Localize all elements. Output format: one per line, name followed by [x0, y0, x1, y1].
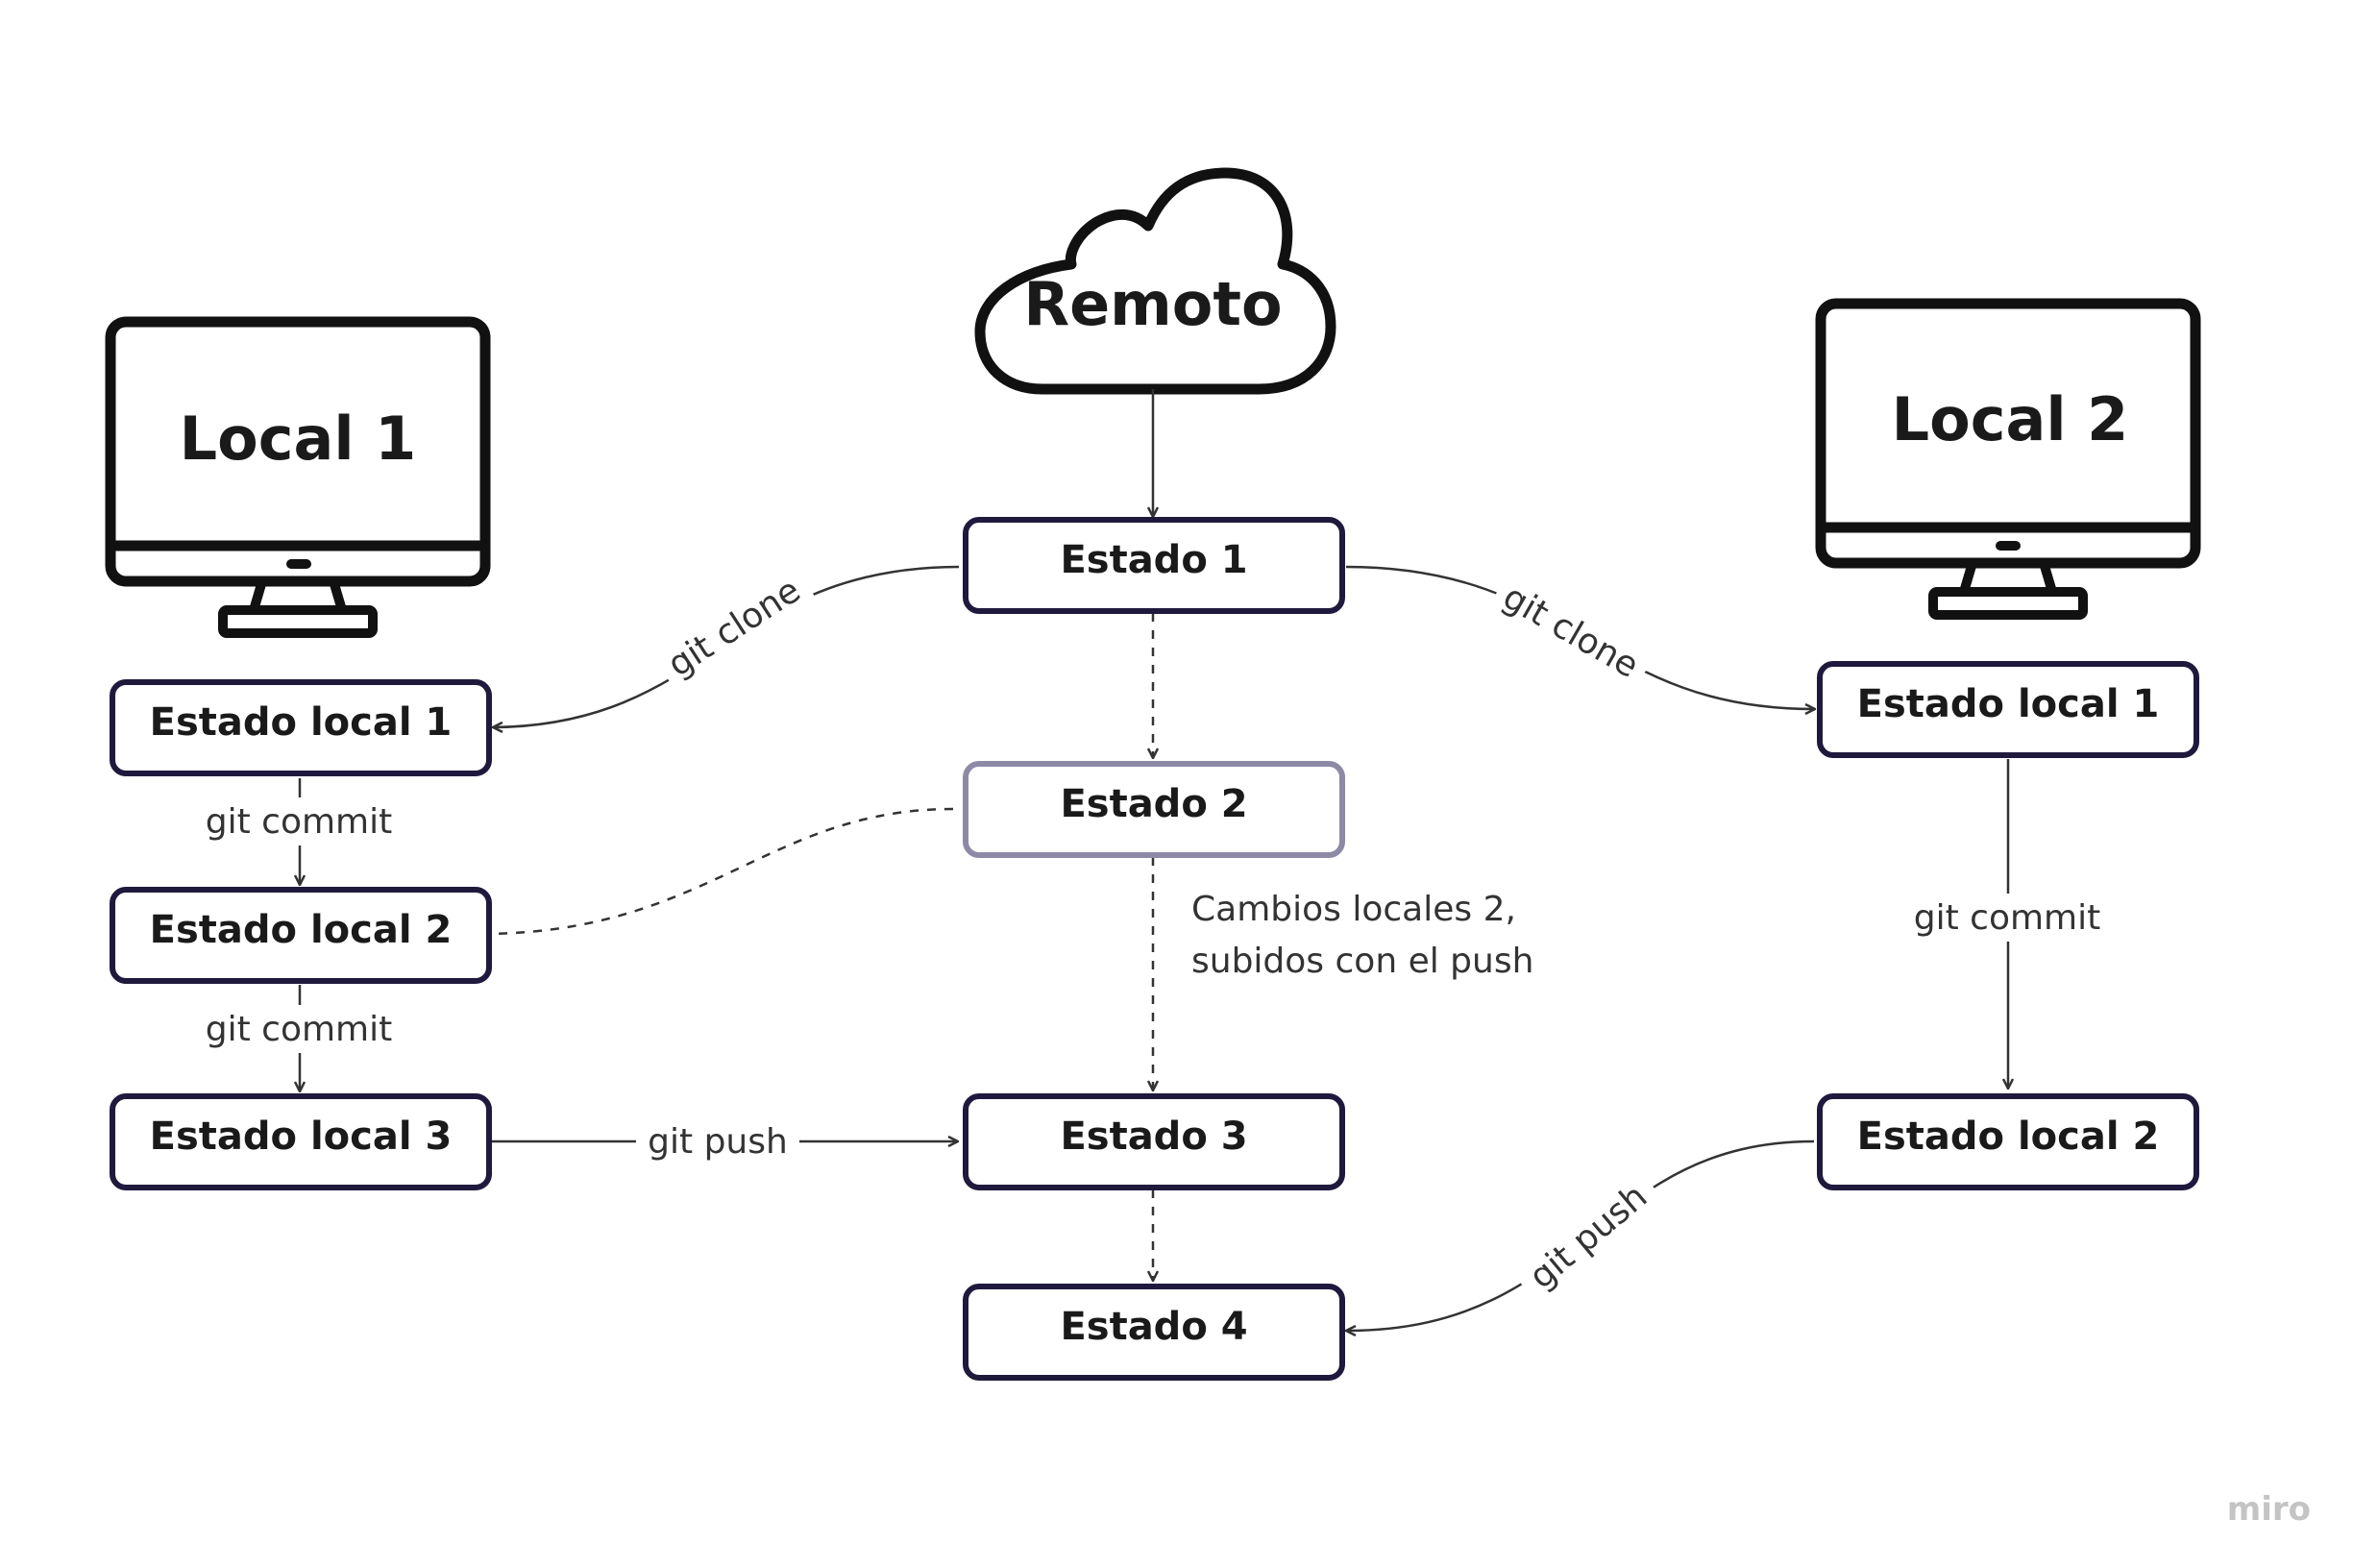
monitor-right-icon — [1815, 298, 2201, 620]
local1-estado3-label: Estado local 3 — [150, 1115, 453, 1159]
remote-label: Remoto — [1023, 269, 1282, 339]
monitor-left-icon — [105, 316, 491, 638]
label-clone-left: git clone — [661, 571, 807, 685]
label-commit-right: git commit — [1914, 898, 2100, 938]
estado1-label: Estado 1 — [1060, 538, 1247, 582]
edge-estado2-local2 — [489, 807, 954, 936]
local1-estado2-box: Estado local 2 — [110, 887, 492, 984]
estado4-label: Estado 4 — [1060, 1305, 1247, 1349]
note-line-1: Cambios locales 2, — [1191, 890, 1516, 929]
local1-estado1-label: Estado local 1 — [150, 700, 453, 745]
cloud-icon — [974, 167, 1336, 395]
label-push-right: git push — [1522, 1177, 1654, 1297]
label-push-left: git push — [648, 1122, 788, 1162]
label-commit-left-2: git commit — [206, 1010, 392, 1049]
local1-estado3-box: Estado local 3 — [110, 1093, 492, 1190]
label-commit-left-1: git commit — [206, 802, 392, 842]
local1-estado2-label: Estado local 2 — [150, 908, 453, 952]
estado2-box: Estado 2 — [963, 761, 1345, 858]
local2-label: Local 2 — [1892, 384, 2129, 454]
estado3-box: Estado 3 — [963, 1093, 1345, 1190]
estado4-box: Estado 4 — [963, 1284, 1345, 1381]
local2-estado2-label: Estado local 2 — [1857, 1115, 2160, 1159]
estado1-box: Estado 1 — [963, 517, 1345, 614]
label-clone-right: git clone — [1496, 577, 1645, 686]
estado3-label: Estado 3 — [1060, 1115, 1247, 1159]
note-line-2: subidos con el push — [1191, 942, 1533, 981]
estado2-label: Estado 2 — [1060, 782, 1247, 826]
miro-watermark: miro — [2227, 1490, 2311, 1529]
local2-estado1-box: Estado local 1 — [1817, 661, 2199, 758]
local1-label: Local 1 — [180, 404, 417, 474]
local2-estado2-box: Estado local 2 — [1817, 1093, 2199, 1190]
local1-estado1-box: Estado local 1 — [110, 679, 492, 776]
local2-estado1-label: Estado local 1 — [1857, 682, 2160, 726]
